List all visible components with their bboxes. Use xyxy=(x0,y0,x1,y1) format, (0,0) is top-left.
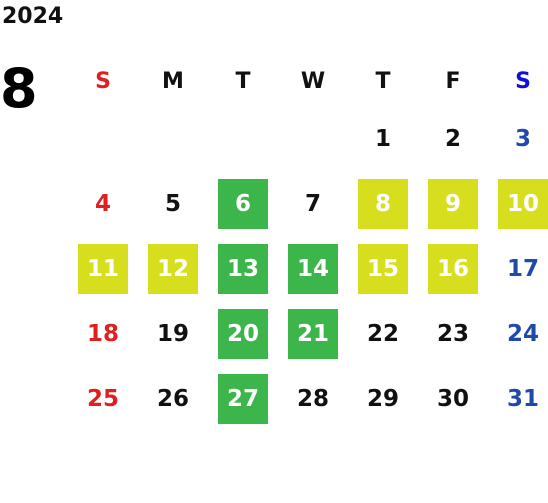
day-number: 9 xyxy=(428,178,478,229)
day-cell: 13 xyxy=(208,236,278,301)
weekday-header-mon: M xyxy=(162,68,184,94)
day-cell: 12 xyxy=(138,236,208,301)
day-cell: 17 xyxy=(488,236,548,301)
day-number: 23 xyxy=(436,320,469,347)
day-number xyxy=(218,114,268,164)
day-cell: 2 xyxy=(418,106,488,171)
weekday-header-fri: F xyxy=(445,68,461,94)
day-number: 4 xyxy=(94,190,111,217)
day-number: 8 xyxy=(358,178,408,229)
day-number: 17 xyxy=(506,255,539,282)
day-cell: 23 xyxy=(418,301,488,366)
day-number xyxy=(288,114,338,164)
day-cell: 20 xyxy=(208,301,278,366)
day-cell: 15 xyxy=(348,236,418,301)
day-cell xyxy=(68,106,138,171)
day-cell: 19 xyxy=(138,301,208,366)
day-number: 27 xyxy=(218,373,268,424)
day-number: 29 xyxy=(366,385,399,412)
weekday-header-thu: T xyxy=(375,68,391,94)
day-cell: 7 xyxy=(278,171,348,236)
day-cell: 22 xyxy=(348,301,418,366)
day-number: 28 xyxy=(296,385,329,412)
day-number: 7 xyxy=(304,190,321,217)
day-number: 21 xyxy=(288,308,338,359)
year-label: 2024 xyxy=(2,4,64,29)
day-number: 5 xyxy=(164,190,181,217)
day-cell: 5 xyxy=(138,171,208,236)
day-number: 10 xyxy=(498,178,548,229)
weekday-header-tue: T xyxy=(235,68,251,94)
month-number: 8 xyxy=(0,57,38,120)
day-cell: 27 xyxy=(208,366,278,431)
weekday-header-wed: W xyxy=(300,68,326,94)
day-cell xyxy=(208,106,278,171)
day-number: 30 xyxy=(436,385,469,412)
day-number: 19 xyxy=(156,320,189,347)
day-number: 1 xyxy=(374,125,391,152)
day-cell: 21 xyxy=(278,301,348,366)
day-number: 15 xyxy=(358,243,408,294)
day-cell: 1 xyxy=(348,106,418,171)
weekday-header-sat: S xyxy=(515,68,531,94)
day-cell: 24 xyxy=(488,301,548,366)
day-cell: 28 xyxy=(278,366,348,431)
day-number: 24 xyxy=(506,320,539,347)
day-number: 11 xyxy=(78,243,128,294)
day-number: 12 xyxy=(148,243,198,294)
day-number xyxy=(148,114,198,164)
day-number: 6 xyxy=(218,178,268,229)
weekday-header-sun: S xyxy=(95,68,111,94)
day-number: 31 xyxy=(506,385,539,412)
day-cell xyxy=(278,106,348,171)
day-number: 25 xyxy=(86,385,119,412)
day-number: 18 xyxy=(86,320,119,347)
day-number: 26 xyxy=(156,385,189,412)
day-cell: 11 xyxy=(68,236,138,301)
day-cell: 26 xyxy=(138,366,208,431)
day-cell: 4 xyxy=(68,171,138,236)
day-cell: 8 xyxy=(348,171,418,236)
day-cell: 18 xyxy=(68,301,138,366)
day-cell: 14 xyxy=(278,236,348,301)
day-cell: 3 xyxy=(488,106,548,171)
day-number: 16 xyxy=(428,243,478,294)
day-cell: 29 xyxy=(348,366,418,431)
day-cell: 9 xyxy=(418,171,488,236)
day-cell: 31 xyxy=(488,366,548,431)
day-cell: 16 xyxy=(418,236,488,301)
day-cell: 30 xyxy=(418,366,488,431)
day-cell: 6 xyxy=(208,171,278,236)
day-cell xyxy=(138,106,208,171)
day-number: 3 xyxy=(514,125,531,152)
day-number: 22 xyxy=(366,320,399,347)
day-number: 13 xyxy=(218,243,268,294)
calendar-grid: S M T W T F S 1 2 3 4 5 6 7 8 9 10 11 12… xyxy=(68,56,548,431)
day-cell: 10 xyxy=(488,171,548,236)
day-cell: 25 xyxy=(68,366,138,431)
day-number: 2 xyxy=(444,125,461,152)
day-number: 20 xyxy=(218,308,268,359)
day-number xyxy=(78,114,128,164)
day-number: 14 xyxy=(288,243,338,294)
